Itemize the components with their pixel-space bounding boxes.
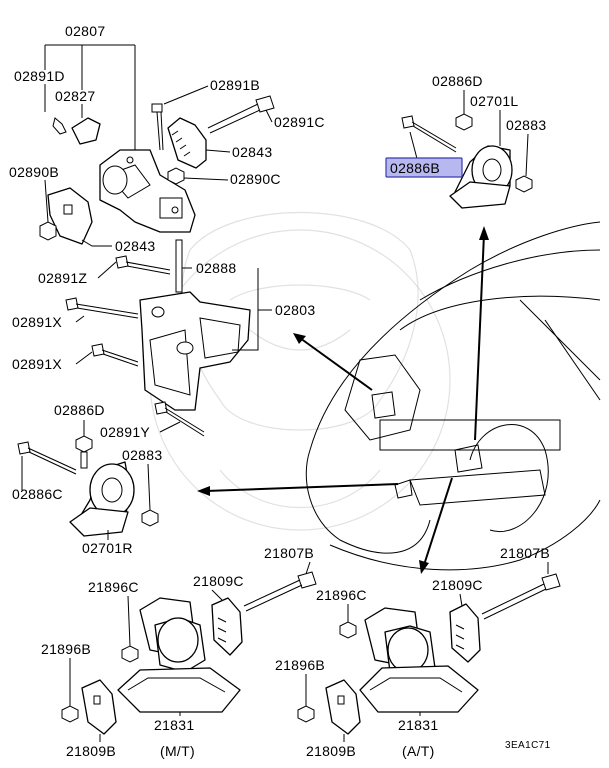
lower-mount-mt — [61, 571, 317, 735]
label-21809B-left: 21809B — [66, 743, 116, 759]
label-21831-right: 21831 — [398, 717, 438, 733]
label-02886D-right: 02886D — [432, 73, 483, 89]
label-02883-right: 02883 — [506, 117, 546, 133]
label-mt: (M/T) — [160, 743, 195, 759]
label-02888: 02888 — [196, 260, 236, 276]
label-21807B-right: 21807B — [500, 545, 550, 561]
label-02843-top: 02843 — [232, 144, 272, 160]
upper-mount-assembly — [39, 95, 275, 245]
label-02890B: 02890B — [9, 164, 59, 180]
label-21831-left: 21831 — [154, 717, 194, 733]
lower-mount-at — [297, 573, 561, 735]
label-02827: 02827 — [55, 88, 95, 104]
label-21807B-left: 21807B — [264, 545, 314, 561]
label-21809C-left: 21809C — [193, 573, 244, 589]
label-02890C: 02890C — [230, 171, 281, 187]
label-21809B-right: 21809B — [306, 743, 356, 759]
label-21896C-right: 21896C — [316, 587, 367, 603]
label-02891D: 02891D — [14, 68, 65, 84]
label-21809C-right: 21809C — [432, 577, 483, 593]
part-labels: 02807 02891D 02827 02891B 02891C 02843 0… — [9, 23, 551, 759]
label-21896C-left: 21896C — [88, 579, 139, 595]
label-02883-left: 02883 — [122, 447, 162, 463]
label-02886C: 02886C — [12, 486, 63, 502]
label-02701R: 02701R — [82, 540, 133, 556]
label-02886B: 02886B — [390, 160, 440, 176]
highlight-02886B — [385, 157, 463, 178]
pointer-arrows — [197, 226, 489, 574]
label-21896B-right: 21896B — [275, 657, 325, 673]
diagram-code: 3EA1C71 — [505, 740, 551, 751]
label-02891B: 02891B — [210, 77, 260, 93]
label-02886D-left: 02886D — [54, 402, 105, 418]
label-02807: 02807 — [65, 23, 105, 39]
label-02891X-2: 02891X — [12, 356, 62, 372]
middle-bracket-assembly — [65, 239, 251, 437]
left-mount-02701R — [17, 435, 159, 537]
label-21896B-left: 21896B — [41, 641, 91, 657]
right-mount-02701L — [401, 113, 533, 209]
label-02843-bottom: 02843 — [115, 238, 155, 254]
label-02891C: 02891C — [274, 114, 325, 130]
label-02701L: 02701L — [470, 93, 519, 109]
label-02803: 02803 — [275, 302, 315, 318]
label-at: (A/T) — [402, 743, 435, 759]
vehicle-outline — [305, 221, 601, 571]
label-02891X-1: 02891X — [12, 314, 62, 330]
label-02891Y: 02891Y — [100, 424, 150, 440]
label-02891Z: 02891Z — [38, 270, 87, 286]
